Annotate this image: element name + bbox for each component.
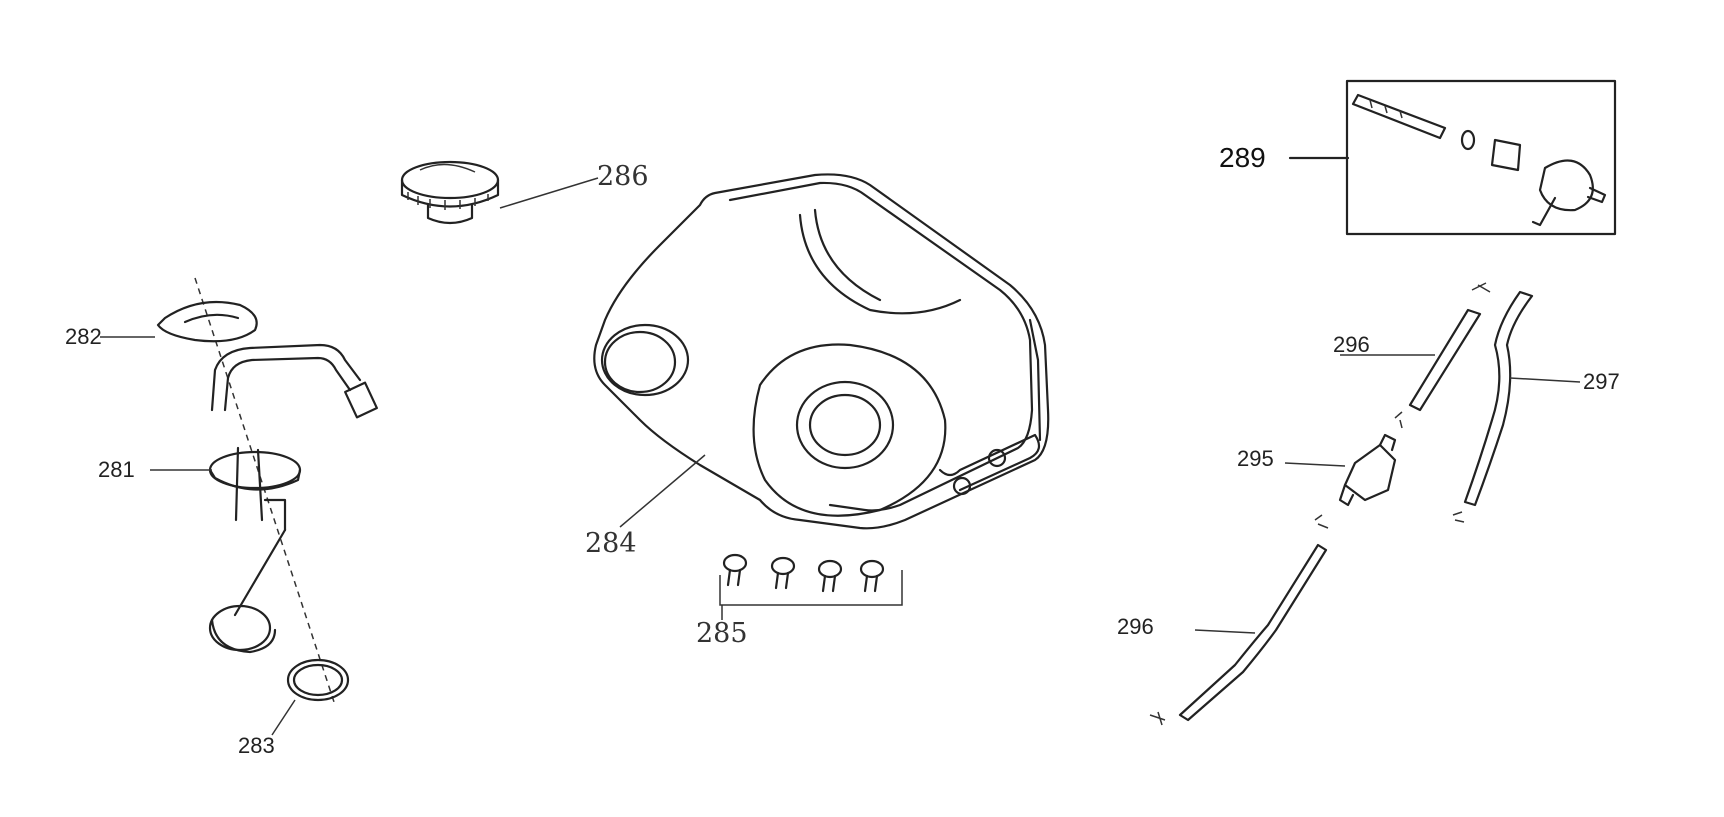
callout-286: 286	[597, 161, 649, 192]
fuel-cock-box-drawing	[1288, 79, 1617, 236]
callout-296-top: 296	[1333, 332, 1370, 357]
callout-289: 289	[1219, 142, 1266, 173]
hoses-drawing	[1149, 282, 1581, 726]
callout-283: 283	[238, 733, 275, 758]
callout-295: 295	[1237, 446, 1274, 471]
callout-285: 285	[696, 618, 748, 649]
callout-284: 284	[585, 528, 637, 559]
callout-296-bottom: 296	[1117, 614, 1154, 639]
bolts-drawing	[719, 553, 903, 620]
callout-282: 282	[65, 324, 102, 349]
fuel-tank-drawing	[593, 173, 1050, 530]
callout-281: 281	[98, 457, 135, 482]
fuel-sender-drawing	[100, 277, 378, 736]
fuel-cap-drawing	[400, 160, 599, 225]
callout-297: 297	[1583, 369, 1620, 394]
